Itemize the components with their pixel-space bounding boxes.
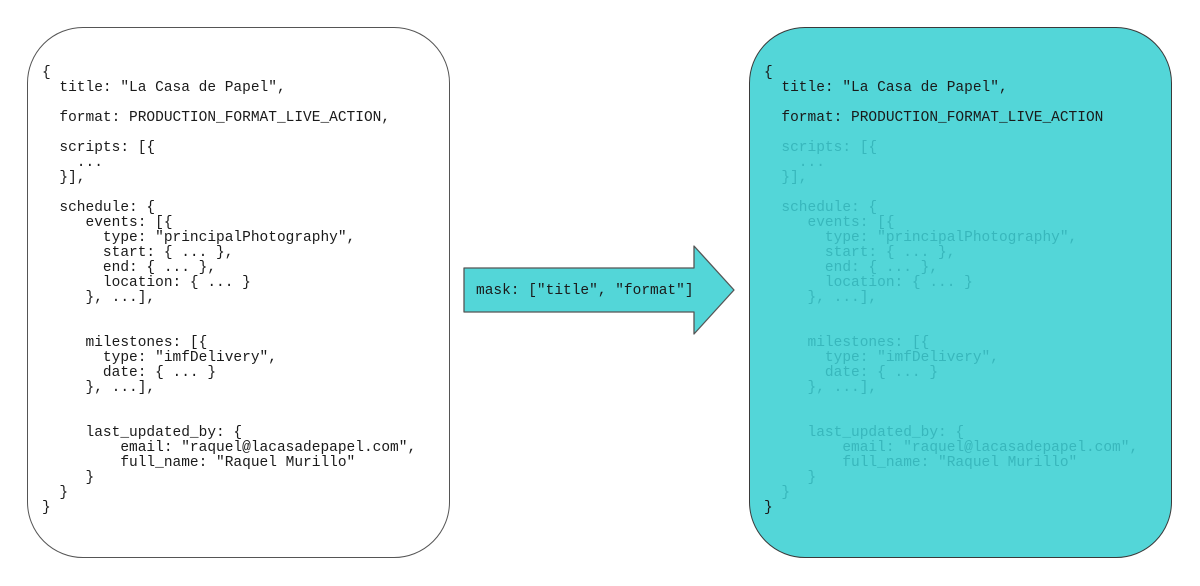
code-line: last_updated_by: { <box>42 425 243 441</box>
code-line <box>764 186 1138 201</box>
code-line: title: "La Casa de Papel", <box>42 80 286 96</box>
code-line: end: { ... }, <box>42 260 217 276</box>
code-line: full_name: "Raquel Murillo" <box>42 455 356 471</box>
code-line: milestones: [{ <box>42 335 208 351</box>
masked-code-line: events: [{ <box>764 215 895 231</box>
code-line: events: [{ <box>42 215 173 231</box>
mask-label: mask: ["title", "format"] <box>476 283 694 299</box>
masked-code-line: start: { ... }, <box>764 245 956 261</box>
transform-arrow <box>463 245 735 335</box>
masked-code-line: milestones: [{ <box>764 335 930 351</box>
input-document-code: { title: "La Casa de Papel", format: PRO… <box>42 66 416 516</box>
code-line: } <box>42 485 69 501</box>
code-line <box>764 396 1138 411</box>
masked-code-line: end: { ... }, <box>764 260 939 276</box>
code-line <box>764 321 1138 336</box>
masked-code-line: }], <box>764 170 808 186</box>
masked-code-line: type: "principalPhotography", <box>764 230 1078 246</box>
code-line: }, ...], <box>42 290 156 306</box>
masked-code-line: }, ...], <box>764 290 878 306</box>
output-document-panel <box>749 27 1172 558</box>
input-document-panel <box>27 27 450 558</box>
code-line <box>42 186 416 201</box>
masked-code-line: date: { ... } <box>764 365 939 381</box>
code-line <box>764 306 1138 321</box>
code-line: type: "principalPhotography", <box>42 230 356 246</box>
code-line: }], <box>42 170 86 186</box>
code-line <box>42 396 416 411</box>
masked-code-line: last_updated_by: { <box>764 425 965 441</box>
code-line <box>42 306 416 321</box>
code-line <box>764 126 1138 141</box>
code-line <box>42 96 416 111</box>
code-line <box>42 411 416 426</box>
code-line: format: PRODUCTION_FORMAT_LIVE_ACTION, <box>42 110 391 126</box>
code-line: } <box>42 470 95 486</box>
output-document-code: { title: "La Casa de Papel", format: PRO… <box>764 66 1138 516</box>
code-line: schedule: { <box>42 200 156 216</box>
masked-code-line: ... <box>764 155 825 171</box>
code-line: } <box>764 500 773 516</box>
masked-code-line: } <box>764 485 791 501</box>
code-line: { <box>764 65 773 81</box>
masked-code-line: } <box>764 470 817 486</box>
code-line: }, ...], <box>42 380 156 396</box>
code-line: ... <box>42 155 103 171</box>
code-line: { <box>42 65 51 81</box>
masked-code-line: }, ...], <box>764 380 878 396</box>
code-line <box>764 96 1138 111</box>
code-line: start: { ... }, <box>42 245 234 261</box>
masked-code-line: schedule: { <box>764 200 878 216</box>
code-line <box>764 411 1138 426</box>
code-line: date: { ... } <box>42 365 217 381</box>
code-line <box>42 126 416 141</box>
code-line: title: "La Casa de Papel", <box>764 80 1008 96</box>
code-line: email: "raquel@lacasadepapel.com", <box>42 440 417 456</box>
code-line: scripts: [{ <box>42 140 156 156</box>
code-line <box>42 321 416 336</box>
code-line: type: "imfDelivery", <box>42 350 277 366</box>
masked-code-line: location: { ... } <box>764 275 973 291</box>
code-line: format: PRODUCTION_FORMAT_LIVE_ACTION <box>764 110 1104 126</box>
code-line: location: { ... } <box>42 275 251 291</box>
masked-code-line: scripts: [{ <box>764 140 878 156</box>
masked-code-line: email: "raquel@lacasadepapel.com", <box>764 440 1139 456</box>
masked-code-line: type: "imfDelivery", <box>764 350 999 366</box>
code-line: } <box>42 500 51 516</box>
masked-code-line: full_name: "Raquel Murillo" <box>764 455 1078 471</box>
